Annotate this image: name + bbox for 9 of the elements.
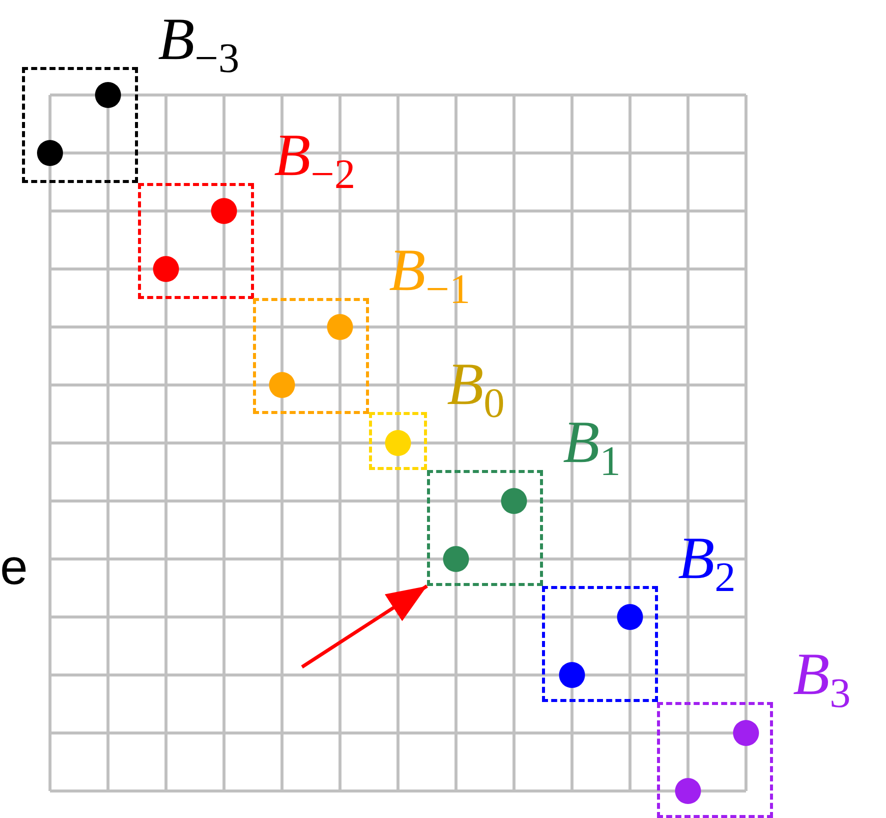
box-label: B$_{−1}$ <box>389 240 470 311</box>
arrow <box>301 584 428 668</box>
box-label: B$_{2}$ <box>678 528 736 599</box>
box-label: B$_{0}$ <box>447 354 505 425</box>
box-label: B$_{1}$ <box>563 412 621 483</box>
box-label: B$_{−2}$ <box>274 125 356 196</box>
box-label: B$_{3}$ <box>793 644 851 715</box>
text-label: e <box>0 542 28 592</box>
box-label: B$_{−3}$ <box>158 9 240 80</box>
